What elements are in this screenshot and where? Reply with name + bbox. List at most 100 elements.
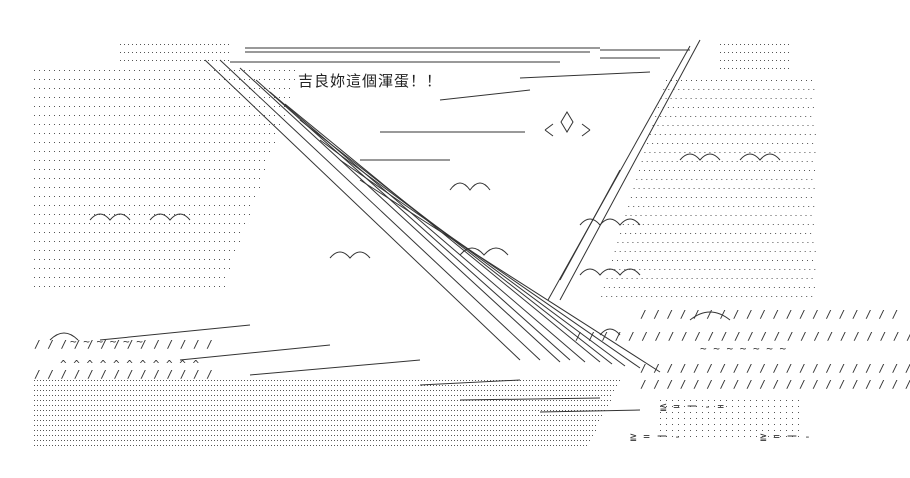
texture-dot <box>69 214 70 215</box>
texture-dot <box>424 380 425 381</box>
texture-dot <box>520 435 521 436</box>
texture-dot <box>104 223 105 224</box>
texture-dot <box>64 410 65 411</box>
texture-dot <box>259 151 260 152</box>
texture-dot <box>586 405 587 406</box>
texture-dot <box>232 430 233 431</box>
texture-dot <box>136 385 137 386</box>
texture-dot <box>678 89 680 90</box>
texture-dot <box>163 380 164 381</box>
texture-dot <box>74 79 75 80</box>
texture-dot <box>144 88 145 89</box>
texture-dot <box>114 169 115 170</box>
texture-dot <box>430 395 431 396</box>
texture-dot <box>740 98 742 99</box>
texture-dot <box>475 390 476 391</box>
texture-dot <box>762 143 764 144</box>
texture-dot <box>119 223 120 224</box>
texture-dot <box>813 206 815 207</box>
texture-dot <box>565 430 566 431</box>
texture-dot <box>199 400 200 401</box>
texture-dot <box>55 385 56 386</box>
texture-dot <box>224 142 225 143</box>
texture-dot <box>144 97 145 98</box>
texture-dot <box>559 385 560 386</box>
texture-dot <box>629 251 631 252</box>
texture-dot <box>94 79 95 80</box>
texture-dot <box>157 435 158 436</box>
texture-dot <box>211 420 212 421</box>
texture-dot <box>655 215 657 216</box>
texture-dot <box>451 445 452 446</box>
texture-dot <box>286 390 287 391</box>
texture-dot <box>49 196 50 197</box>
texture-dot <box>121 415 122 416</box>
texture-dot <box>119 151 120 152</box>
texture-dot <box>214 445 215 446</box>
texture-dot <box>46 390 47 391</box>
texture-dot <box>797 143 799 144</box>
texture-dot <box>166 415 167 416</box>
texture-dot <box>229 142 230 143</box>
texture-dot <box>244 400 245 401</box>
texture-dot <box>204 106 205 107</box>
texture-dot <box>124 420 125 421</box>
texture-dot <box>134 151 135 152</box>
texture-dot <box>475 435 476 436</box>
texture-dot <box>219 115 220 116</box>
texture-dot <box>514 415 515 416</box>
texture-dot <box>814 152 816 153</box>
texture-dot <box>94 277 95 278</box>
texture-dot <box>99 124 100 125</box>
texture-dot <box>478 420 479 421</box>
texture-dot <box>810 233 812 234</box>
texture-dot <box>118 400 119 401</box>
texture-dot <box>94 405 95 406</box>
texture-dot <box>672 242 674 243</box>
texture-dot <box>46 385 47 386</box>
texture-dot <box>466 415 467 416</box>
texture-dot <box>720 233 722 234</box>
texture-dot <box>589 440 590 441</box>
texture-dot <box>469 440 470 441</box>
texture-dot <box>73 385 74 386</box>
texture-dot <box>241 405 242 406</box>
texture-dot <box>134 142 135 143</box>
texture-dot <box>181 405 182 406</box>
texture-dot <box>772 224 774 225</box>
texture-dot <box>119 97 120 98</box>
texture-dot <box>397 400 398 401</box>
texture-dot <box>662 125 664 126</box>
texture-dot <box>234 70 235 71</box>
texture-dot <box>650 197 652 198</box>
texture-dot <box>89 205 90 206</box>
texture-dot <box>43 425 44 426</box>
texture-dot <box>247 445 248 446</box>
texture-dot <box>457 420 458 421</box>
texture-dot <box>178 420 179 421</box>
texture-dot <box>103 390 104 391</box>
texture-dot <box>418 415 419 416</box>
texture-dot <box>109 106 110 107</box>
texture-dot <box>148 405 149 406</box>
texture-dot <box>274 405 275 406</box>
texture-dot <box>379 430 380 431</box>
texture-dot <box>373 395 374 396</box>
texture-dot <box>412 410 413 411</box>
texture-dot <box>741 161 743 162</box>
texture-dot <box>307 425 308 426</box>
texture-dot <box>741 179 743 180</box>
texture-dot <box>788 287 790 288</box>
texture-dot <box>670 233 672 234</box>
texture-dot <box>82 385 83 386</box>
texture-dot <box>154 430 155 431</box>
texture-dot <box>189 259 190 260</box>
texture-dot <box>743 188 745 189</box>
texture-dot <box>151 440 152 441</box>
texture-dot <box>586 430 587 431</box>
texture-dot <box>490 430 491 431</box>
texture-dot <box>220 390 221 391</box>
texture-dot <box>475 400 476 401</box>
texture-dot <box>724 170 725 171</box>
texture-dot <box>316 440 317 441</box>
